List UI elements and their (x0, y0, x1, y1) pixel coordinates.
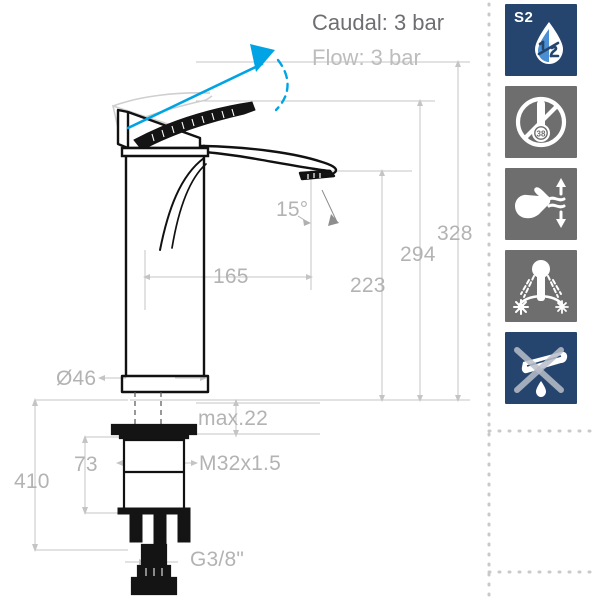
lever-handle (111, 92, 256, 158)
dim-thread-length: 73 (74, 453, 98, 476)
dim-height-body-top: 294 (400, 243, 436, 266)
dim-total-height: 328 (437, 222, 473, 245)
dim-overall-height: 410 (14, 470, 50, 493)
temp-limit-value: 38 (537, 130, 546, 139)
mounting-assembly (110, 392, 198, 596)
dim-base-diameter: Ø46 (56, 367, 97, 390)
eco-half-flow-icon: S2 (505, 4, 577, 76)
cold-symbol (555, 300, 569, 314)
caudal-label: Caudal: 3 bar (312, 10, 445, 35)
lever-motion-arrow (126, 44, 289, 130)
dim-height-spout: 223 (350, 274, 386, 297)
dim-spout-reach: 165 (213, 265, 249, 288)
dotted-frame (487, 2, 600, 598)
no-drip-faucet-icon (505, 332, 577, 404)
dim-supply-thread: G3/8" (190, 548, 244, 571)
dim-mounting-thread: M32x1.5 (199, 452, 281, 475)
dimension-lines (32, 60, 470, 566)
no-temperature-limit-38-icon: 38 (505, 86, 577, 158)
hand-lever-up-down-icon (505, 168, 577, 240)
eco-s2-label: S2 (514, 9, 534, 26)
hot-symbol (513, 299, 529, 315)
flow-label: Flow: 3 bar (312, 45, 421, 70)
feature-icon-column: S2 38 (505, 4, 587, 404)
dim-max-deck-thickness: max.22 (198, 407, 269, 430)
aerator (307, 173, 321, 179)
dim-aerator-angle: 15° (276, 198, 309, 221)
hot-cold-mixing-lever-icon (505, 250, 577, 322)
